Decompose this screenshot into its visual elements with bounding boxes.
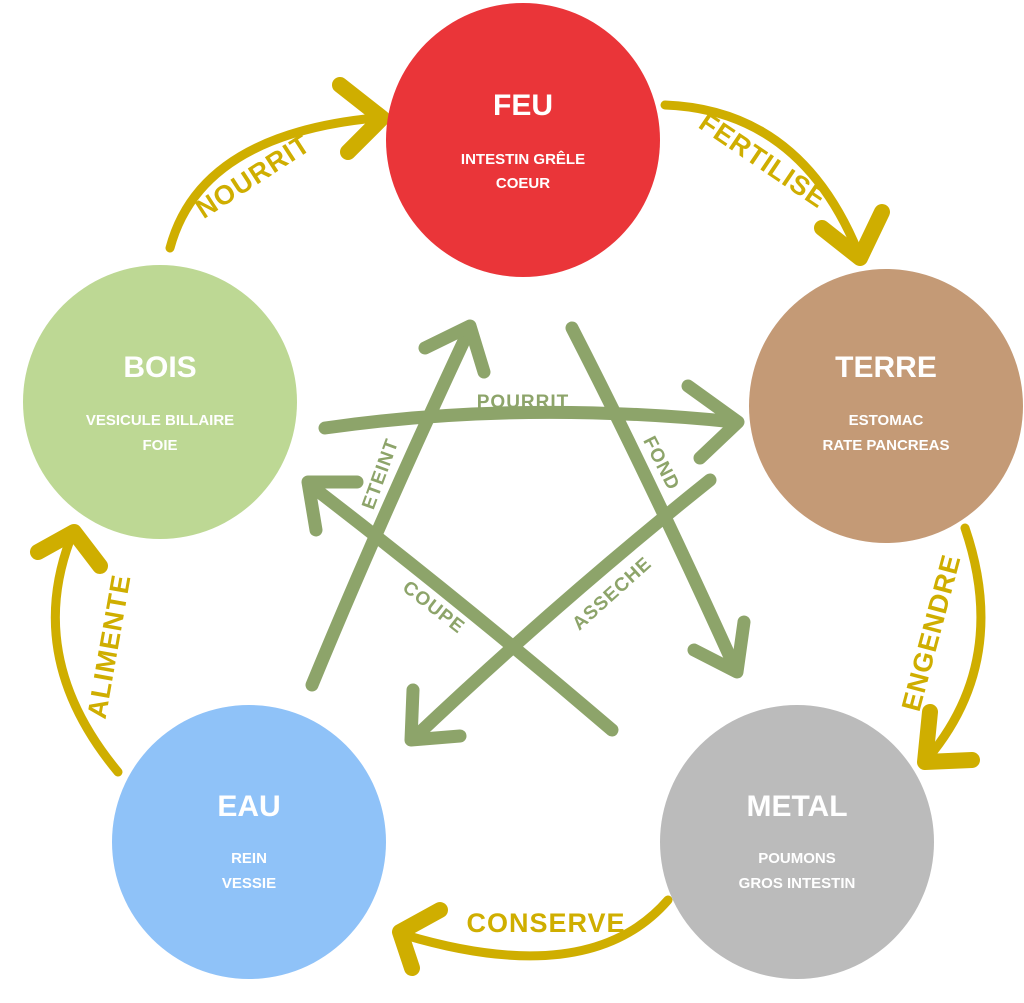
element-title: BOIS [123, 351, 196, 384]
element-title: METAL [746, 790, 847, 823]
arrow-fertilise-head [814, 204, 890, 266]
element-circle [660, 705, 934, 979]
label-alimente: ALIMENTE [82, 572, 137, 721]
arrow-coupe-head [301, 475, 364, 537]
arrow-asseche [407, 473, 717, 745]
element-organ: RATE PANCREAS [823, 437, 950, 454]
controlling-cycle [301, 319, 751, 747]
arrow-coupe [303, 478, 619, 737]
element-circle [23, 265, 297, 539]
arrow-engendre [923, 523, 986, 763]
label-pourrit: POURRIT [477, 392, 570, 413]
arrow-pourrit-head [681, 379, 745, 465]
generating-cycle [30, 77, 986, 976]
arrow-fond [565, 321, 742, 675]
element-metal: METAL POUMONS GROS INTESTIN [660, 705, 934, 979]
element-organ: FOIE [142, 437, 177, 454]
element-circle [749, 269, 1023, 543]
element-bois: BOIS VESICULE BILLAIRE FOIE [23, 265, 297, 539]
element-organ: INTESTIN GRÊLE [461, 150, 585, 168]
element-organ: VESSIE [222, 875, 276, 892]
element-terre: TERRE ESTOMAC RATE PANCREAS [749, 269, 1023, 543]
element-organ: REIN [231, 850, 267, 867]
arrow-alimente [50, 535, 123, 777]
element-organ: GROS INTESTIN [739, 875, 856, 892]
element-organ: ESTOMAC [849, 412, 924, 429]
arrow-asseche-head [404, 683, 467, 747]
arrow-fond-head [687, 615, 751, 679]
arrow-fertilise [660, 100, 863, 257]
arrow-conserve [400, 895, 673, 961]
arrow-pourrit [318, 405, 742, 435]
element-organ: COEUR [496, 175, 550, 192]
label-engendre: ENGENDRE [896, 551, 967, 714]
label-conserve: CONSERVE [466, 908, 625, 938]
arrow-eteint [305, 321, 477, 692]
element-title: TERRE [835, 351, 937, 384]
arrow-alimente-head [30, 524, 108, 574]
element-title: EAU [217, 790, 280, 823]
element-circle [112, 705, 386, 979]
element-organ: VESICULE BILLAIRE [86, 412, 234, 429]
controlling-labels: POURRIT FOND ASSECHE COUPE ETEINT [358, 392, 683, 638]
arrow-nourrit [165, 113, 380, 253]
arrow-conserve-head [392, 902, 448, 976]
element-circle [386, 3, 660, 277]
element-feu: FEU INTESTIN GRÊLE COEUR [386, 3, 660, 277]
arrow-engendre-head [917, 704, 980, 770]
label-fertilise: FERTILISE [694, 107, 833, 214]
element-organ: POUMONS [758, 850, 836, 867]
element-eau: EAU REIN VESSIE [112, 705, 386, 979]
element-title: FEU [493, 89, 553, 122]
arrow-eteint-head [418, 319, 491, 379]
arrow-nourrit-head [332, 77, 390, 160]
